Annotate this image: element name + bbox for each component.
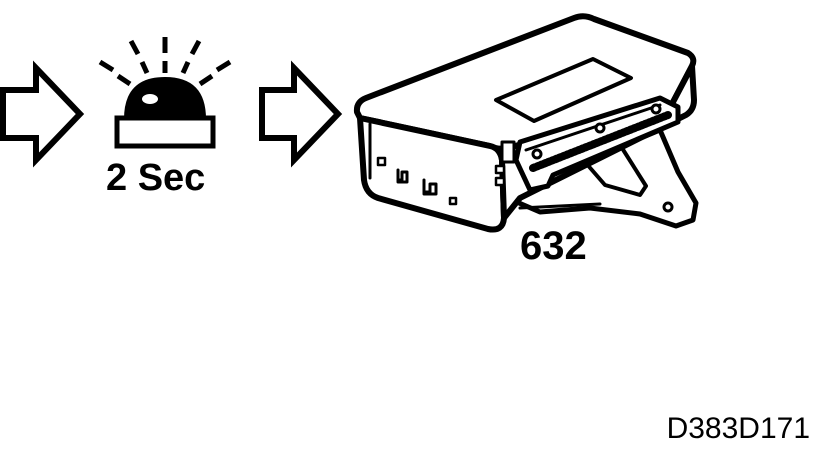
arrow-right-icon xyxy=(259,60,343,168)
lamp-highlight xyxy=(142,94,158,104)
arrow-right-icon xyxy=(0,60,85,168)
housing-front xyxy=(357,115,507,233)
lamp-base xyxy=(114,115,216,149)
delay-label: 2 Sec xyxy=(106,157,206,199)
label-recess xyxy=(494,57,633,123)
figure-code: D383D171 xyxy=(666,412,810,445)
warning-lamp-icon xyxy=(98,37,232,149)
control-module-icon xyxy=(353,13,699,233)
lamp-dome xyxy=(124,77,206,119)
lamp-rays xyxy=(98,37,232,87)
module-number: 632 xyxy=(520,224,587,268)
connector-pins xyxy=(529,111,672,172)
